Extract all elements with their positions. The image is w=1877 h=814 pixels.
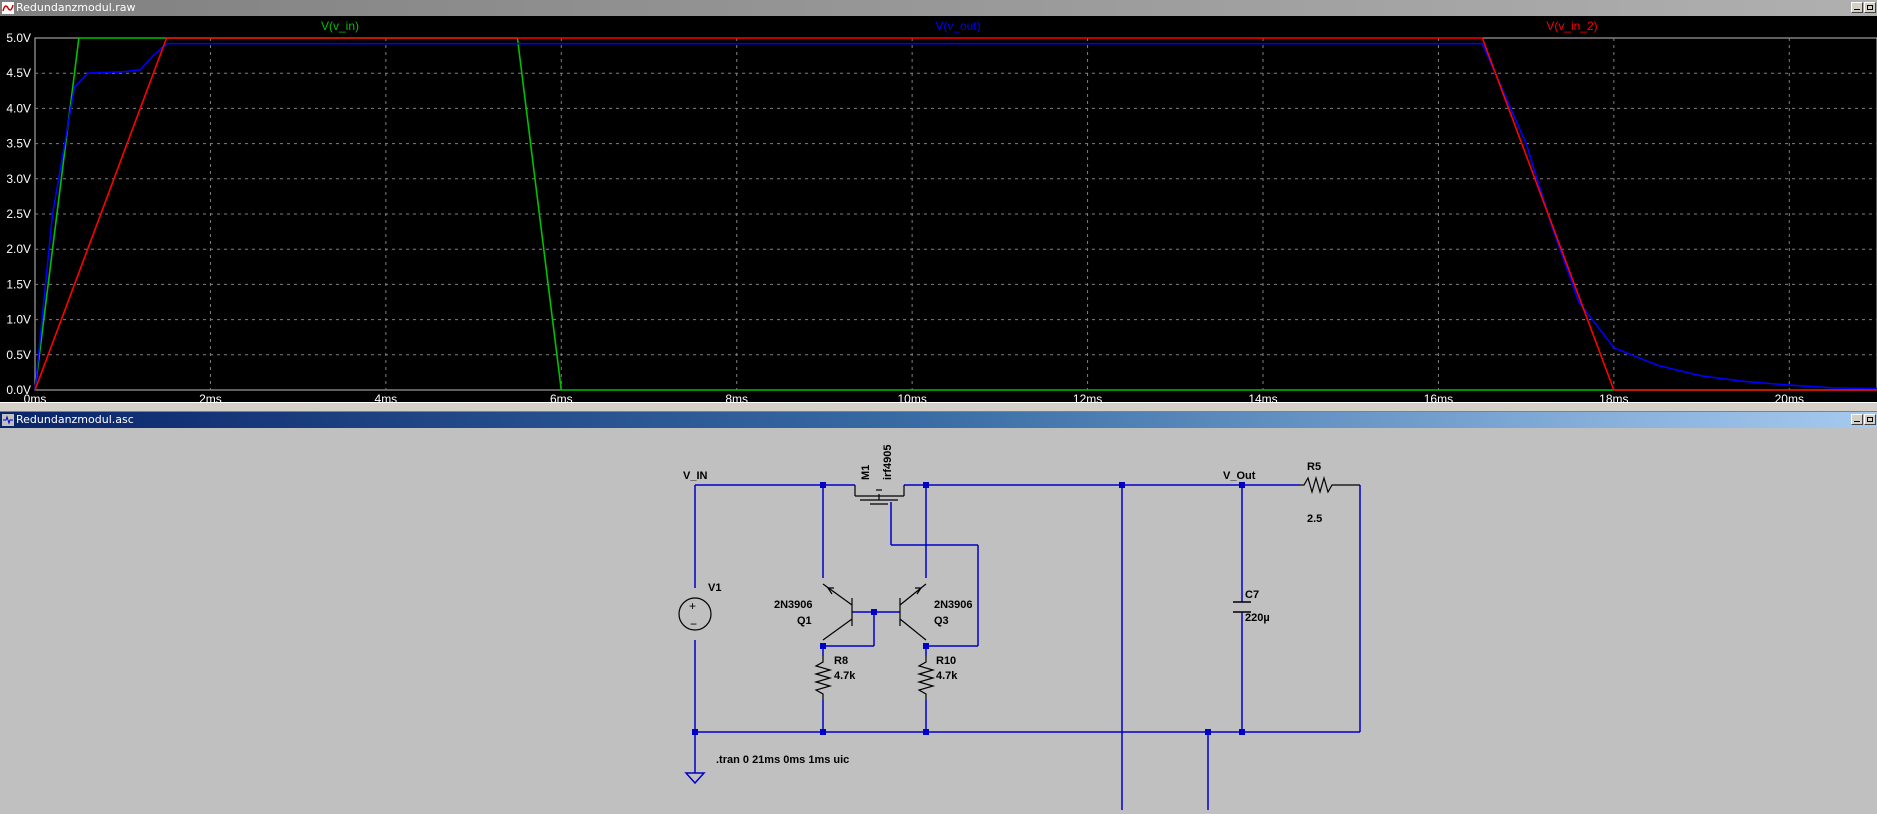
- legend-entry: V(v_in): [321, 19, 359, 33]
- waveform-icon: [2, 2, 14, 14]
- m1-model-label: irf4905: [882, 445, 894, 480]
- schematic-window-titlebar[interactable]: Redundanzmodul.asc: [0, 412, 1877, 428]
- net-label-vin: V_IN: [683, 470, 708, 482]
- y-tick-label: 1.5V: [6, 277, 31, 291]
- junction-dots: [692, 482, 1245, 735]
- spice-directive[interactable]: .tran 0 21ms 0ms 1ms uic: [716, 754, 849, 766]
- x-tick-label: 16ms: [1424, 392, 1453, 402]
- series-line-V(v_in_2): [34, 37, 1877, 391]
- x-tick-label: 14ms: [1248, 392, 1277, 402]
- minimize-button[interactable]: [1851, 414, 1863, 425]
- minimize-button[interactable]: [1851, 2, 1863, 13]
- y-tick-label: 1.0V: [6, 313, 31, 327]
- plot-window-title: Redundanzmodul.raw: [16, 1, 136, 14]
- x-tick-label: 12ms: [1073, 392, 1102, 402]
- svg-text:−: −: [690, 617, 697, 631]
- plot-frame: [34, 37, 1877, 391]
- schematic-icon: [2, 414, 14, 426]
- maximize-button[interactable]: [1864, 414, 1876, 425]
- x-tick-label: 6ms: [550, 392, 573, 402]
- ground-icon: [684, 772, 706, 785]
- y-tick-label: 4.5V: [6, 66, 31, 80]
- y-tick-label: 3.5V: [6, 137, 31, 151]
- y-tick-label: 4.0V: [6, 101, 31, 115]
- mosfet-m1-symbol[interactable]: [854, 485, 905, 505]
- r8-label: R8: [834, 655, 848, 667]
- resistor-r10-symbol[interactable]: [916, 656, 936, 700]
- r5-label: R5: [1307, 461, 1321, 473]
- x-tick-label: 10ms: [897, 392, 926, 402]
- voltage-source-v1[interactable]: + −: [678, 597, 712, 631]
- resistor-r5-symbol[interactable]: [1300, 475, 1360, 495]
- r8-value: 4.7k: [834, 670, 856, 682]
- transistor-q1-symbol[interactable]: [822, 583, 853, 641]
- y-tick-label: 5.0V: [6, 31, 31, 45]
- capacitor-c7-symbol[interactable]: [1233, 601, 1251, 613]
- resistor-r8-symbol[interactable]: [813, 656, 833, 700]
- q1-label: Q1: [797, 615, 812, 627]
- y-tick-label: 3.0V: [6, 172, 31, 186]
- y-tick-label: 0.0V: [6, 383, 31, 397]
- c7-value: 220µ: [1245, 612, 1270, 624]
- q3-label: Q3: [934, 615, 949, 627]
- series-line-V(v_out): [34, 42, 1877, 391]
- schematic-canvas[interactable]: + − V_IN: [0, 428, 1877, 810]
- legend-entry: V(v_out): [935, 19, 980, 33]
- net-label-vout: V_Out: [1223, 470, 1256, 482]
- series-line-V(v_in): [34, 37, 1877, 391]
- r10-value: 4.7k: [936, 670, 958, 682]
- svg-text:+: +: [689, 599, 696, 613]
- plot-window-titlebar[interactable]: Redundanzmodul.raw: [0, 0, 1877, 16]
- x-tick-label: 20ms: [1775, 392, 1804, 402]
- transistor-q3-symbol[interactable]: [899, 583, 927, 641]
- r10-label: R10: [936, 655, 956, 667]
- x-tick-label: 18ms: [1599, 392, 1628, 402]
- x-tick-label: 2ms: [199, 392, 222, 402]
- c7-label: C7: [1245, 589, 1259, 601]
- v1-label: V1: [708, 582, 721, 594]
- m1-label: M1: [860, 465, 872, 480]
- y-tick-label: 0.5V: [6, 348, 31, 362]
- q3-model-label: 2N3906: [934, 599, 973, 611]
- maximize-button[interactable]: [1864, 2, 1876, 13]
- q1-model-label: 2N3906: [774, 599, 813, 611]
- schematic-window-title: Redundanzmodul.asc: [16, 413, 134, 426]
- r5-value: 2.5: [1307, 513, 1322, 525]
- x-tick-label: 8ms: [725, 392, 748, 402]
- x-tick-label: 4ms: [375, 392, 398, 402]
- y-tick-label: 2.0V: [6, 242, 31, 256]
- pane-divider[interactable]: [0, 402, 1877, 412]
- schematic-editor[interactable]: + − V_IN: [0, 428, 1877, 810]
- y-tick-label: 2.5V: [6, 207, 31, 221]
- legend-entry: V(v_in_2): [1546, 19, 1597, 33]
